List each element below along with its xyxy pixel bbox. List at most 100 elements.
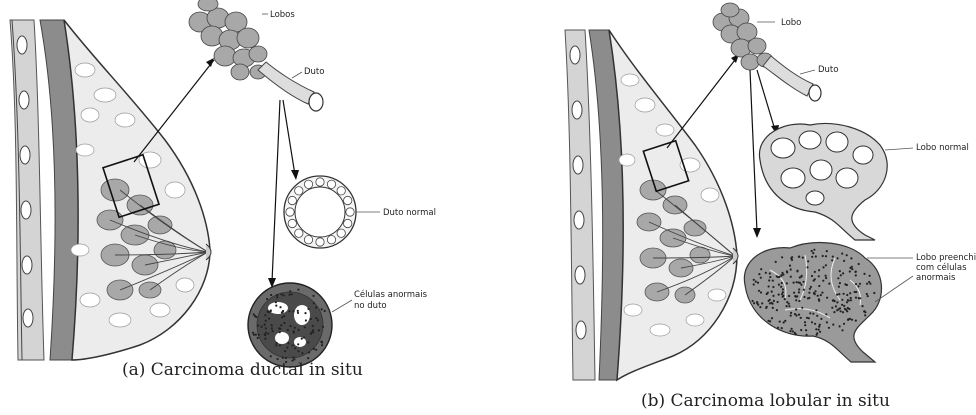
- abnormal-cell-dot: [776, 275, 778, 277]
- epithelial-cell: [295, 187, 303, 195]
- abnormal-cell-dot: [753, 302, 755, 304]
- abnormal-cell-dot: [818, 298, 820, 300]
- abnormal-cell-dot: [279, 328, 281, 330]
- abnormal-cell-dot: [288, 294, 290, 296]
- abnormal-cell-dot: [276, 296, 278, 298]
- abnormal-cell-dot: [310, 318, 312, 320]
- abnormal-cell-dot: [814, 323, 816, 325]
- abnormal-cell-dot: [863, 273, 865, 275]
- abnormal-cell-dot: [759, 306, 761, 308]
- abnormal-cell-dot: [814, 271, 816, 273]
- abnormal-cell-dot: [279, 331, 281, 333]
- abnormal-cell-dot: [315, 349, 317, 351]
- abnormal-cell-dot: [765, 307, 767, 309]
- abnormal-cell-dot: [839, 282, 841, 284]
- label-lobo: Lobo: [781, 18, 801, 28]
- abnormal-cell-dot: [317, 319, 319, 321]
- abnormal-cell-dot: [828, 283, 830, 285]
- abnormal-cell-dot: [812, 252, 814, 254]
- abnormal-cell-dot: [838, 293, 840, 295]
- abnormal-cell-dot: [814, 293, 816, 295]
- abnormal-cell-dot: [284, 350, 286, 352]
- abnormal-cell-dot: [280, 324, 282, 326]
- abnormal-cell-dot: [275, 305, 277, 307]
- abnormal-cell-dot: [753, 283, 755, 285]
- abnormal-cell-dot: [850, 297, 852, 299]
- abnormal-cell-dot: [838, 286, 840, 288]
- abnormal-cell-dot: [286, 347, 288, 349]
- abnormal-cell-dot: [304, 326, 306, 328]
- lobe-cluster: [713, 3, 773, 70]
- abnormal-cell-dot: [798, 300, 800, 302]
- abnormal-cell-dot: [301, 352, 303, 354]
- abnormal-cell-dot: [292, 310, 294, 312]
- abnormal-cell-dot: [799, 276, 801, 278]
- abnormal-cell-dot: [301, 338, 303, 340]
- abnormal-cell-dot: [849, 292, 851, 294]
- abnormal-cell-dot: [772, 295, 774, 297]
- abnormal-cell-dot: [779, 321, 781, 323]
- abnormal-cell-dot: [811, 250, 813, 252]
- abnormal-cell-dot: [298, 329, 300, 331]
- abnormal-cell-dot: [275, 344, 277, 346]
- label-com-celulas: com células: [916, 262, 967, 273]
- abnormal-cell-dot: [312, 329, 314, 331]
- abnormal-cell-dot: [831, 307, 833, 309]
- abnormal-cell-dot: [772, 286, 774, 288]
- abnormal-cell-dot: [847, 318, 849, 320]
- abnormal-cell-dot: [841, 304, 843, 306]
- abnormal-cell-dot: [283, 322, 285, 324]
- abnormal-cell-dot: [795, 308, 797, 310]
- abnormal-cell-dot: [795, 333, 797, 335]
- abnormal-cell-dot: [819, 331, 821, 333]
- abnormal-cell-dot: [778, 284, 780, 286]
- abnormal-cell-dot: [781, 327, 783, 329]
- epithelial-cell: [346, 208, 354, 216]
- abnormal-cell-dot: [307, 357, 309, 359]
- abnormal-cell-dot: [255, 334, 257, 336]
- abnormal-cell-dot: [817, 295, 819, 297]
- abnormal-cell-dot: [790, 268, 792, 270]
- abnormal-cell-dot: [271, 324, 273, 326]
- abnormal-cell-dot: [854, 291, 856, 293]
- abnormal-cell-dot: [270, 355, 272, 357]
- duct-opening: [309, 93, 323, 111]
- abnormal-cell-dot: [818, 269, 820, 271]
- abnormal-cell-dot: [800, 284, 802, 286]
- abnormal-cell-dot: [304, 312, 306, 314]
- abnormal-cell-dot: [869, 275, 871, 277]
- duct-tube: [763, 56, 813, 96]
- abnormal-cell-dot: [809, 288, 811, 290]
- abnormal-cell-dot: [780, 275, 782, 277]
- abnormal-cell-dot: [804, 324, 806, 326]
- abnormal-cell-dot: [265, 332, 267, 334]
- abnormal-cell-dot: [784, 298, 786, 300]
- abnormal-cell-dot: [798, 281, 800, 283]
- abnormal-cell-dot: [321, 341, 323, 343]
- panel-a-illustration: Lobos Duto Duto normal Células anormais …: [0, 0, 470, 415]
- abnormal-cell-dot: [783, 321, 785, 323]
- abnormal-cell-dot: [768, 279, 770, 281]
- abnormal-cell-dot: [777, 327, 779, 329]
- abnormal-cell-dot: [760, 277, 762, 279]
- epithelial-cell: [344, 196, 352, 204]
- abnormal-cell-dot: [815, 328, 817, 330]
- caption-a: (a) Carcinoma ductal in situ: [122, 360, 363, 380]
- abnormal-cell-dot: [841, 299, 843, 301]
- epithelial-cell: [344, 219, 352, 227]
- panel-a-ductal-carcinoma: Lobos Duto Duto normal Células anormais …: [0, 0, 470, 415]
- abnormal-cell-dot: [811, 321, 813, 323]
- abnormal-cell-dot: [822, 266, 824, 268]
- label-lobos: Lobos: [270, 10, 295, 20]
- abnormal-cell-dot: [804, 321, 806, 323]
- abnormal-cell-dot: [790, 315, 792, 317]
- abnormal-cell-dot: [257, 324, 259, 326]
- abnormal-cell-dot: [773, 300, 775, 302]
- abnormal-cell-dot: [846, 254, 848, 256]
- abnormal-cell-dot: [805, 329, 807, 331]
- abnormal-cell-dot: [851, 268, 853, 270]
- label-duto: Duto: [304, 67, 324, 77]
- arrow-to-normal-duct: [283, 100, 295, 175]
- abnormal-cell-dot: [815, 255, 817, 257]
- abnormal-cell-dot: [843, 260, 845, 262]
